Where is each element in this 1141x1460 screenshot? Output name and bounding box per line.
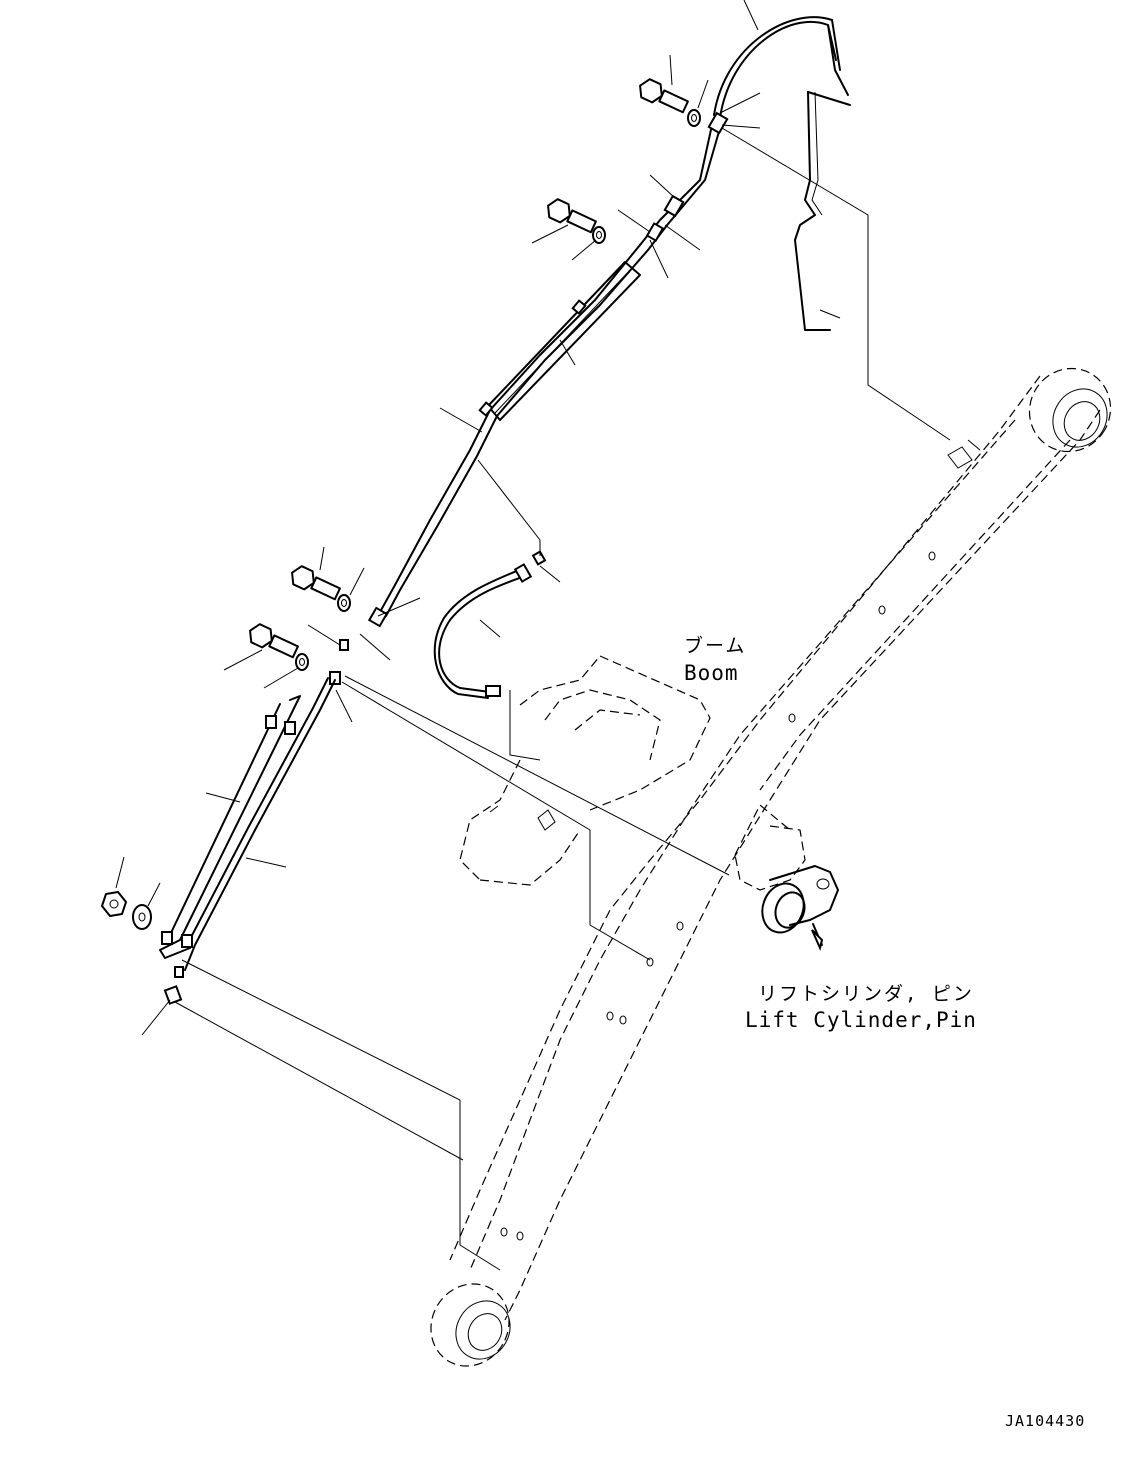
boom-top-pin-boss: [1028, 367, 1112, 453]
boom-outline: [449, 375, 1101, 1321]
clamps: [329, 111, 729, 685]
upper-tube-routing: [379, 124, 721, 617]
upper-grease-hose: [713, 16, 849, 119]
washers: [132, 109, 701, 930]
upper-bracket: [794, 91, 851, 331]
tube-clamp-plate: [478, 261, 641, 421]
drawing-code: JA104430: [1005, 1412, 1086, 1430]
bolt-2: [547, 198, 597, 234]
lower-grease-hose: [433, 550, 547, 699]
lower-tubes: [159, 677, 336, 971]
boom-label-english: Boom: [684, 661, 739, 685]
boom-label-japanese: ブーム: [684, 635, 747, 657]
bolts: [249, 78, 689, 659]
lift-cylinder-pin-label-japanese: リフトシリンダ, ピン: [758, 983, 974, 1005]
connection-lines: [174, 127, 951, 1271]
leader-lines: [115, 0, 761, 1036]
bolt-3: [291, 565, 341, 601]
bolt-1: [639, 78, 689, 114]
boom-marks: [489, 439, 981, 1241]
lift-cylinder-pin-label-english: Lift Cylinder,Pin: [745, 1008, 977, 1032]
nut: [101, 891, 127, 917]
boom-bottom-pin-boss: [430, 1283, 511, 1367]
grease-fitting: [163, 966, 184, 1005]
bolt-4: [249, 623, 299, 659]
lift-cylinder-pin: [761, 865, 839, 952]
